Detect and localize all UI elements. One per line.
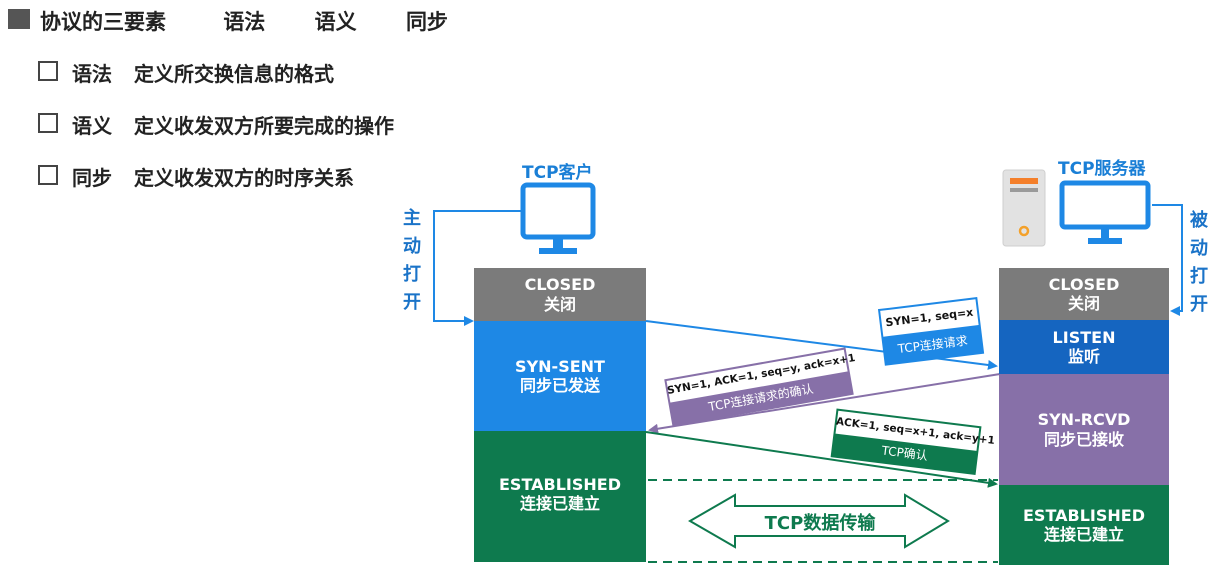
passive-open-label: 被 动 打 开 xyxy=(1189,207,1209,319)
state-name: CLOSED xyxy=(1048,274,1120,294)
server-state-established: ESTABLISHED 连接已建立 xyxy=(999,485,1169,565)
state-name: ESTABLISHED xyxy=(1023,505,1145,525)
server-state-syn-rcvd: SYN-RCVD 同步已接收 xyxy=(999,374,1169,485)
data-transfer-arrow xyxy=(688,493,950,549)
syn-ack-arrow xyxy=(648,373,1001,434)
heading-term-2: 语义 xyxy=(314,10,357,34)
heading-title: 协议的三要素 语法 语义 同步 xyxy=(40,6,448,36)
passive-open-arrow xyxy=(1152,204,1183,316)
heading-term-1: 语法 xyxy=(223,10,266,34)
item-term: 同步 xyxy=(72,166,112,190)
passive-open-char: 动 xyxy=(1190,238,1208,259)
server-state-closed: CLOSED 关闭 xyxy=(999,268,1169,320)
client-state-closed: CLOSED 关闭 xyxy=(474,268,646,321)
ack-message-box xyxy=(830,408,982,475)
state-name: SYN-RCVD xyxy=(1037,410,1131,430)
server-title: TCP服务器 xyxy=(1058,159,1146,179)
state-name-zh: 关闭 xyxy=(543,294,576,314)
client-state-syn-sent: SYN-SENT 同步已发送 xyxy=(474,321,646,431)
state-name-zh: 同步已接收 xyxy=(1043,429,1124,449)
state-name: SYN-SENT xyxy=(515,356,605,376)
checkbox-icon xyxy=(38,61,58,81)
state-name: CLOSED xyxy=(524,275,596,295)
client-state-established: ESTABLISHED 连接已建立 xyxy=(474,431,646,562)
data-transfer-label: TCP数据传输 xyxy=(764,513,876,534)
active-open-char: 开 xyxy=(403,292,421,313)
passive-open-char: 打 xyxy=(1190,266,1208,287)
list-item: 同步定义收发双方的时序关系 xyxy=(72,162,354,191)
active-open-char: 动 xyxy=(403,236,421,257)
server-computer-icon xyxy=(1002,169,1151,247)
state-name-zh: 同步已发送 xyxy=(519,376,600,395)
state-name-zh: 连接已建立 xyxy=(1043,525,1124,544)
state-name: ESTABLISHED xyxy=(499,475,621,494)
passive-open-char: 被 xyxy=(1190,210,1208,231)
ack-arrow xyxy=(645,431,998,488)
list-item: 语义定义收发双方所要完成的操作 xyxy=(72,110,394,139)
client-monitor-icon xyxy=(520,182,596,254)
active-open-arrow xyxy=(433,210,523,326)
state-name-zh: 关闭 xyxy=(1067,294,1100,313)
active-open-char: 打 xyxy=(403,264,421,285)
state-name-zh: 监听 xyxy=(1067,347,1100,366)
checkbox-icon xyxy=(38,113,58,133)
state-name-zh: 连接已建立 xyxy=(519,494,600,514)
heading-bullet-icon xyxy=(8,9,30,29)
syn-message-box xyxy=(877,296,985,366)
item-term: 语义 xyxy=(72,114,112,138)
item-desc: 定义所交换信息的格式 xyxy=(134,62,334,86)
state-name: LISTEN xyxy=(1052,327,1116,347)
active-open-label: 主 动 打 开 xyxy=(402,205,422,317)
item-desc: 定义收发双方所要完成的操作 xyxy=(134,114,394,138)
heading-term-3: 同步 xyxy=(405,10,448,34)
item-term: 语法 xyxy=(72,62,112,86)
client-title: TCP客户 xyxy=(522,163,593,183)
heading-title-text: 协议的三要素 xyxy=(40,10,166,34)
item-desc: 定义收发双方的时序关系 xyxy=(134,166,354,190)
syn-ack-message-box xyxy=(664,347,854,427)
checkbox-icon xyxy=(38,165,58,185)
passive-open-char: 开 xyxy=(1190,294,1208,315)
active-open-char: 主 xyxy=(403,208,421,229)
server-state-listen: LISTEN 监听 xyxy=(999,320,1169,374)
list-item: 语法定义所交换信息的格式 xyxy=(72,58,334,87)
